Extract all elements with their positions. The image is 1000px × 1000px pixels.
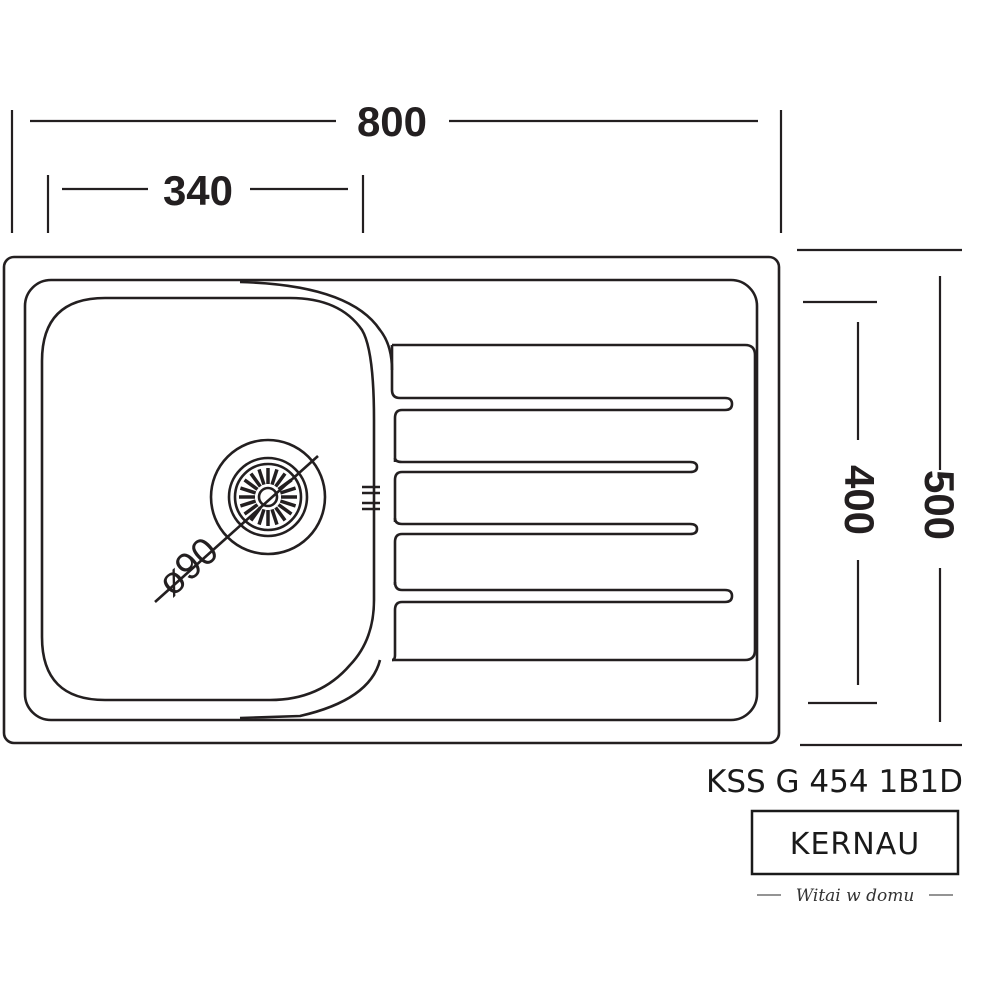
model-number: KSS G 454 1B1D (706, 764, 963, 800)
brand-logo: KERNAU Witai w domu (750, 809, 960, 906)
dimension-400: 400 (803, 300, 883, 705)
drain-spoke (279, 486, 297, 495)
dimension-label-400: 400 (836, 465, 883, 535)
brand-tagline: Witai w domu (796, 886, 915, 906)
drain-spoke (239, 486, 257, 495)
drain-icon (154, 438, 327, 603)
dimension-800: 800 (10, 98, 783, 233)
drain-spoke (270, 508, 279, 526)
sink-bowl (40, 296, 376, 702)
drain-spoke (257, 508, 266, 526)
drain-diameter-label: ø90 (150, 530, 227, 605)
drain-spoke (274, 472, 287, 488)
dimension-label-340: 340 (163, 167, 233, 214)
drain-spoke (243, 503, 259, 516)
drain-spoke (257, 468, 266, 486)
drain-spoke (239, 499, 257, 508)
brand-name: KERNAU (790, 827, 920, 862)
overflow-icon (362, 485, 380, 511)
drain-spoke (270, 468, 279, 486)
dimension-340: 340 (46, 167, 365, 233)
drainer-ribs (390, 343, 757, 662)
dimension-label-800: 800 (357, 98, 427, 145)
drain-spoke (249, 472, 262, 488)
drain-spoke (243, 478, 259, 491)
dimension-500: 500 (797, 248, 963, 747)
drain-spoke (274, 506, 287, 522)
drain-spoke (277, 503, 293, 516)
drain-spoke (279, 499, 297, 508)
sink-outline: ø90 (2, 255, 781, 745)
dimension-label-500: 500 (916, 470, 963, 540)
